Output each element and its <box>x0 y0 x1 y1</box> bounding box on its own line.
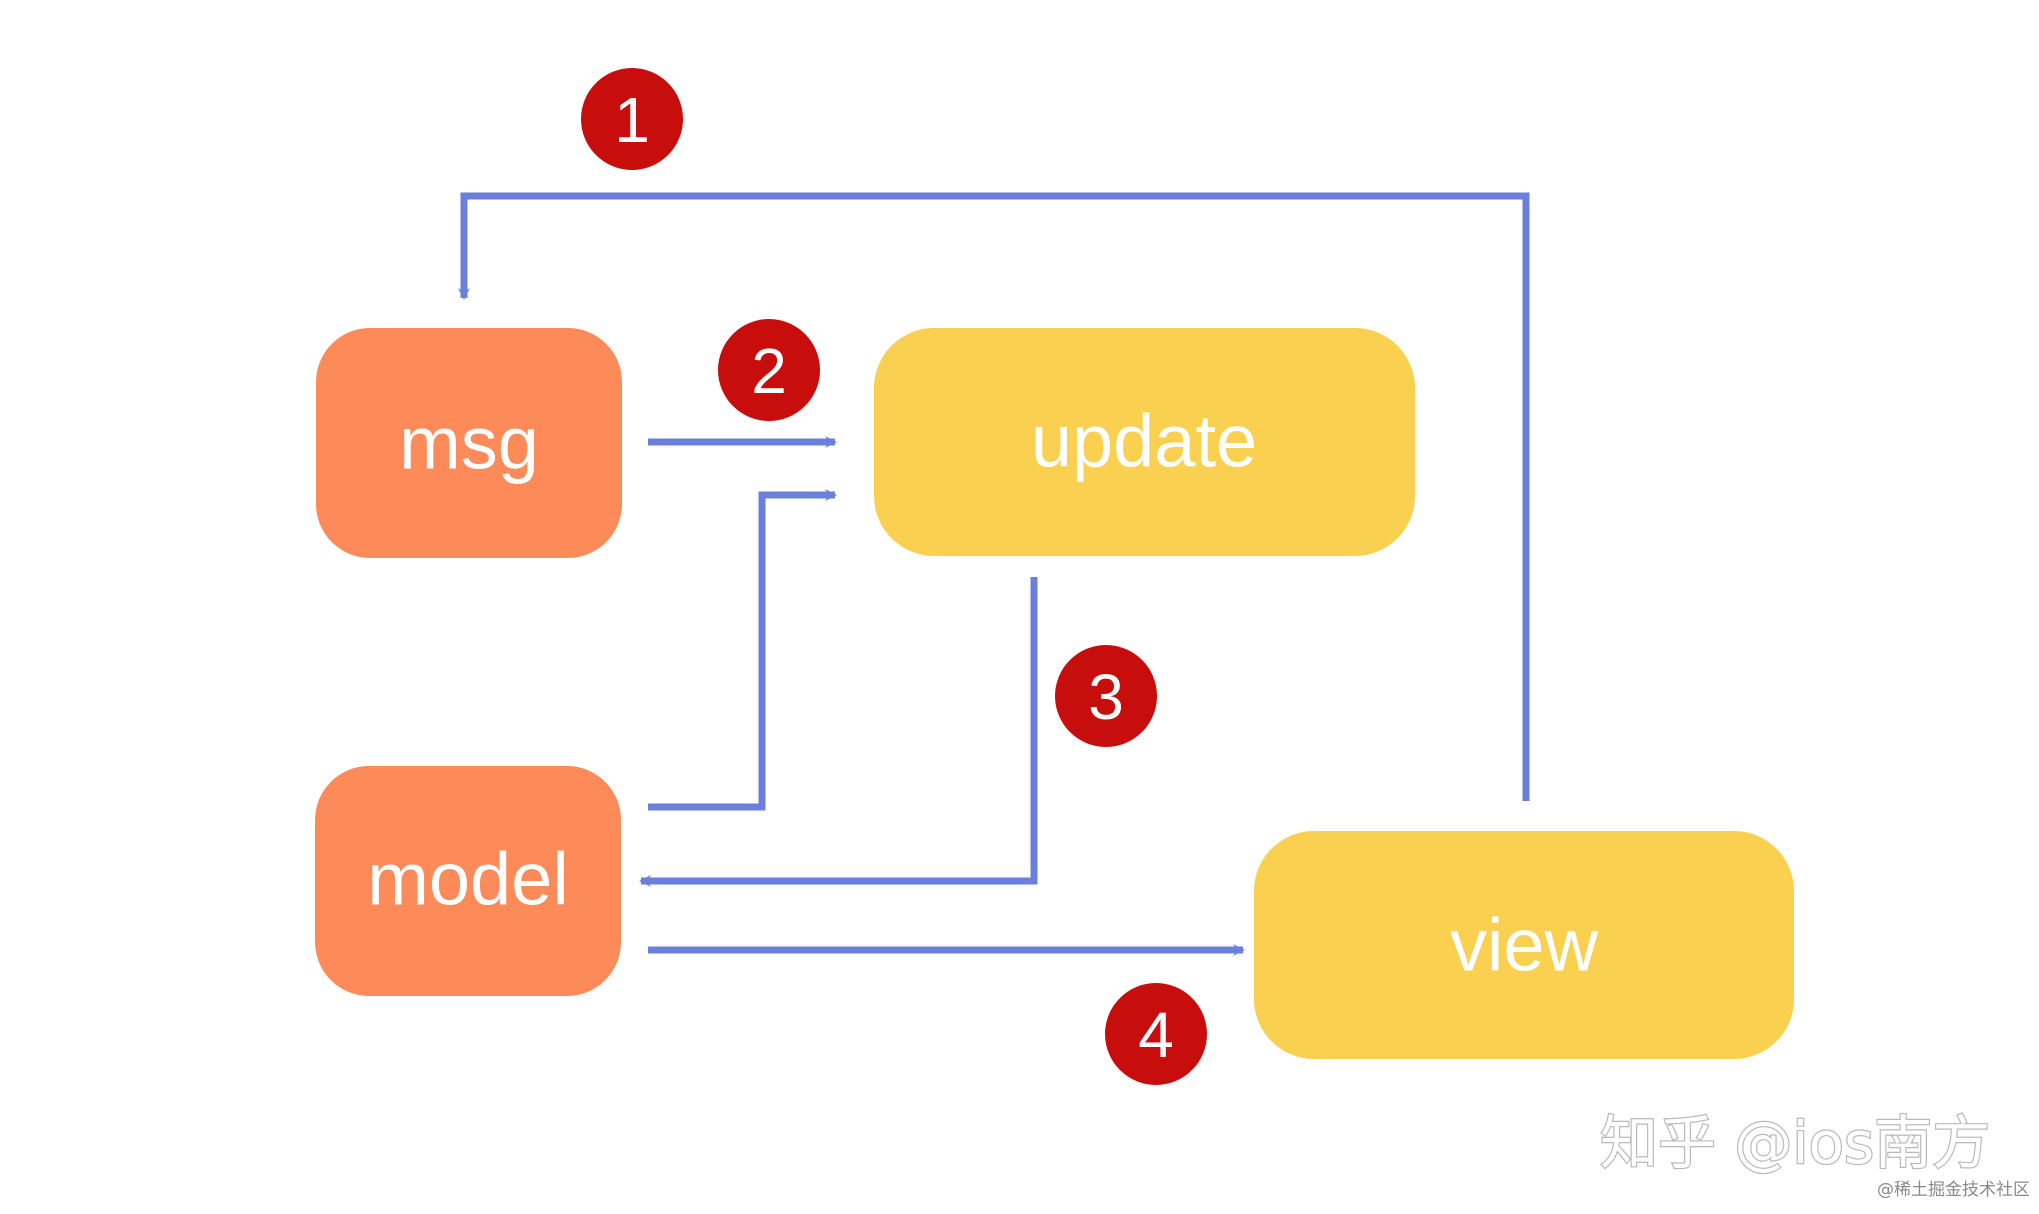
step-badge-4-circle <box>1105 983 1207 1085</box>
step-badge-1: 1 <box>581 68 683 170</box>
step-badge-2-label: 2 <box>751 335 787 407</box>
node-msg-label: msg <box>399 402 539 485</box>
step-badge-1-circle <box>581 68 683 170</box>
step-badge-4-label: 4 <box>1138 999 1174 1071</box>
node-view-label: view <box>1450 904 1599 987</box>
step-badge-4: 4 <box>1105 983 1207 1085</box>
node-update-box <box>874 328 1415 556</box>
edge-model-to-update <box>648 489 837 811</box>
node-msg-box <box>316 328 622 558</box>
node-update-label: update <box>1031 400 1257 483</box>
node-update: update <box>874 328 1415 556</box>
step-badge-2-circle <box>718 319 820 421</box>
step-badge-3-label: 3 <box>1088 661 1124 733</box>
node-view-box <box>1254 831 1794 1059</box>
node-msg: msg <box>316 328 622 558</box>
watermark-sub-text: @稀土掘金技术社区 <box>1877 1180 2030 1200</box>
node-view: view <box>1254 831 1794 1059</box>
step-badge-3-circle <box>1055 645 1157 747</box>
node-model-box <box>315 766 621 996</box>
node-model: model <box>315 766 621 996</box>
step-badge-3: 3 <box>1055 645 1157 747</box>
watermark-main-text: 知乎 @ios南方 <box>1600 1109 1990 1177</box>
step-badge-1-label: 1 <box>614 84 650 156</box>
step-badge-2: 2 <box>718 319 820 421</box>
node-model-label: model <box>367 838 569 921</box>
edge-view-to-msg <box>458 192 1530 801</box>
edge-update-to-model <box>639 577 1038 887</box>
